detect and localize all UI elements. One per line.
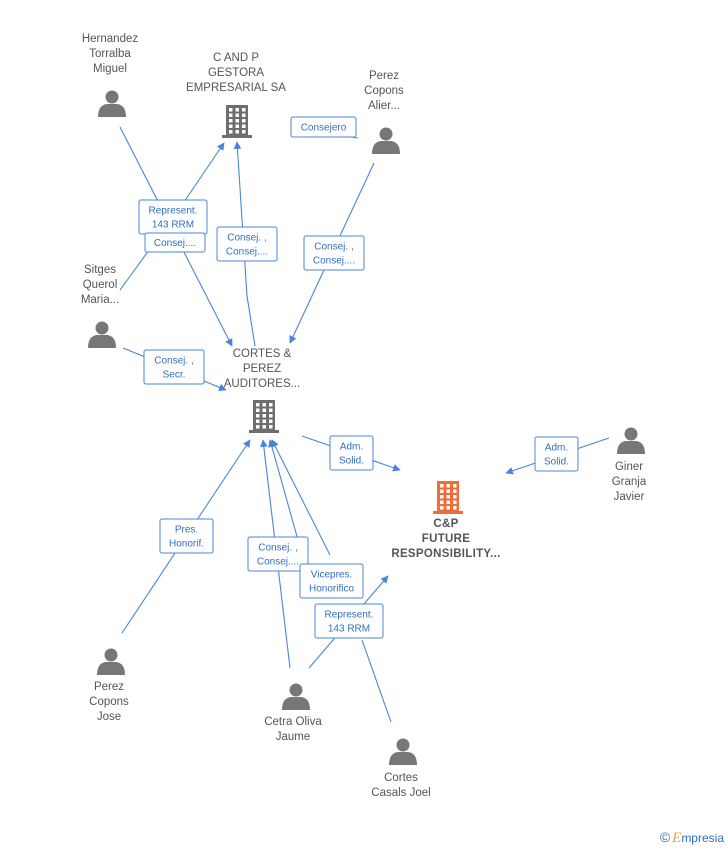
person-icon[interactable] — [282, 683, 310, 711]
node-label[interactable]: FUTURE — [422, 533, 470, 545]
edge-label-text: 143 RRM — [328, 624, 370, 635]
brand-initial: E — [672, 830, 682, 846]
node-label[interactable]: Perez — [94, 681, 124, 693]
edge-label-text: Solid. — [339, 456, 364, 467]
edge-label-consej-hernandez[interactable]: Consej.... — [144, 232, 206, 253]
node-label[interactable]: Granja — [612, 476, 647, 488]
node-label[interactable]: Javier — [614, 491, 645, 503]
node-label[interactable]: Copons — [89, 696, 129, 708]
person-icon[interactable] — [617, 427, 645, 455]
node-label[interactable]: CORTES & — [233, 348, 292, 360]
edge-label-text: Consej.... — [226, 247, 268, 258]
person-icon[interactable] — [88, 321, 116, 349]
edge-label-text: Adm. — [340, 442, 363, 453]
node-label[interactable]: RESPONSIBILITY... — [391, 548, 500, 560]
edge-label-consej-perez-cortes[interactable]: Consej. , Consej.... — [303, 235, 365, 271]
person-icon[interactable] — [389, 738, 417, 766]
edge-label-text: Consejero — [301, 123, 347, 134]
node-label[interactable]: GESTORA — [208, 67, 264, 79]
empresia-brand[interactable]: ©Empresia — [660, 829, 724, 847]
edge-label-consej-cortes-candp[interactable]: Consej. , Consej.... — [216, 226, 278, 262]
building-icon[interactable] — [433, 481, 463, 514]
node-cp-future[interactable]: C&P FUTURE RESPONSIBILITY... — [391, 481, 500, 560]
node-label[interactable]: Jose — [97, 711, 121, 723]
edge-label-text: Honorif. — [169, 539, 204, 550]
node-perez-alier[interactable]: PerezCoponsAlier... — [364, 70, 404, 154]
node-sitges[interactable]: SitgesQuerolMaria... — [81, 264, 119, 348]
node-cortes-perez[interactable]: CORTES & PEREZ AUDITORES... — [224, 348, 300, 433]
edge-label-text: Consej.... — [257, 557, 299, 568]
edge-label-text: Pres. — [175, 525, 198, 536]
node-label[interactable]: Cetra Oliva — [264, 716, 322, 728]
node-label[interactable]: Querol — [83, 279, 118, 291]
edge-line — [233, 141, 248, 297]
person-icon[interactable] — [372, 127, 400, 155]
node-label[interactable]: Hernandez — [82, 33, 139, 45]
edge-label-represent-future[interactable]: Represent. 143 RRM — [314, 603, 384, 639]
edge-label-text: Solid. — [544, 457, 569, 468]
copyright-symbol: © — [659, 829, 671, 845]
node-label[interactable]: C&P — [433, 518, 458, 530]
edge-line — [183, 142, 225, 203]
edges-layer — [119, 125, 610, 723]
edge-label-text: Represent. — [325, 610, 374, 621]
node-label[interactable]: Miguel — [93, 63, 127, 75]
edge-label-text: 143 RRM — [152, 220, 194, 231]
edge-label-text: Consej. , — [154, 356, 193, 367]
node-label[interactable]: Sitges — [84, 264, 116, 276]
node-label[interactable]: Casals Joel — [371, 787, 430, 799]
node-label[interactable]: Jaume — [276, 731, 311, 743]
node-label[interactable]: Maria... — [81, 294, 119, 306]
edge-label-adm-solid-cortes[interactable]: Adm. Solid. — [329, 435, 374, 471]
node-label[interactable]: Torralba — [89, 48, 131, 60]
edge-label-represent-candp[interactable]: Represent. 143 RRM — [138, 199, 208, 235]
node-label[interactable]: C AND P — [213, 52, 259, 64]
node-label[interactable]: Alier... — [368, 100, 400, 112]
edge-label-text: Consej. , — [258, 543, 297, 554]
edge-label-text: Consej. , — [314, 242, 353, 253]
node-label[interactable]: Giner — [615, 461, 643, 473]
edge-line — [246, 295, 256, 347]
edge-label-vicepres[interactable]: Vicepres. Honorifico — [299, 563, 364, 599]
edge-label-consejero[interactable]: Consejero — [290, 116, 357, 138]
node-label[interactable]: Perez — [369, 70, 399, 82]
node-label[interactable]: Copons — [364, 85, 404, 97]
edge-label-text: Represent. — [149, 206, 198, 217]
node-label[interactable]: EMPRESARIAL SA — [186, 82, 286, 94]
building-icon[interactable] — [249, 400, 279, 433]
edge-label-text: Vicepres. — [311, 570, 353, 581]
node-candp[interactable]: C AND P GESTORA EMPRESARIAL SA — [186, 52, 286, 138]
edge-label-text: Secr. — [163, 370, 186, 381]
edge-label-adm-solid-giner[interactable]: Adm. Solid. — [534, 436, 579, 472]
edge-label-text: Honorifico — [309, 584, 354, 595]
brand-name: mpresia — [681, 831, 724, 845]
edge-label-text: Consej.... — [313, 256, 355, 267]
node-label[interactable]: Cortes — [384, 772, 418, 784]
node-label[interactable]: AUDITORES... — [224, 378, 300, 390]
edge-label-consej-secr[interactable]: Consej. , Secr. — [143, 349, 205, 385]
building-icon[interactable] — [222, 105, 252, 138]
edge-line — [361, 639, 392, 723]
edge-label-text: Consej.... — [154, 238, 196, 249]
node-label[interactable]: PEREZ — [243, 363, 281, 375]
edge-line — [271, 439, 331, 556]
person-icon[interactable] — [97, 648, 125, 676]
edge-label-text: Consej. , — [227, 233, 266, 244]
edge-label-pres-honorif[interactable]: Pres. Honorif. — [159, 518, 214, 554]
person-icon[interactable] — [98, 90, 126, 118]
edge-label-text: Adm. — [545, 443, 568, 454]
edge-label-consej-cetra[interactable]: Consej. , Consej.... — [247, 536, 309, 572]
